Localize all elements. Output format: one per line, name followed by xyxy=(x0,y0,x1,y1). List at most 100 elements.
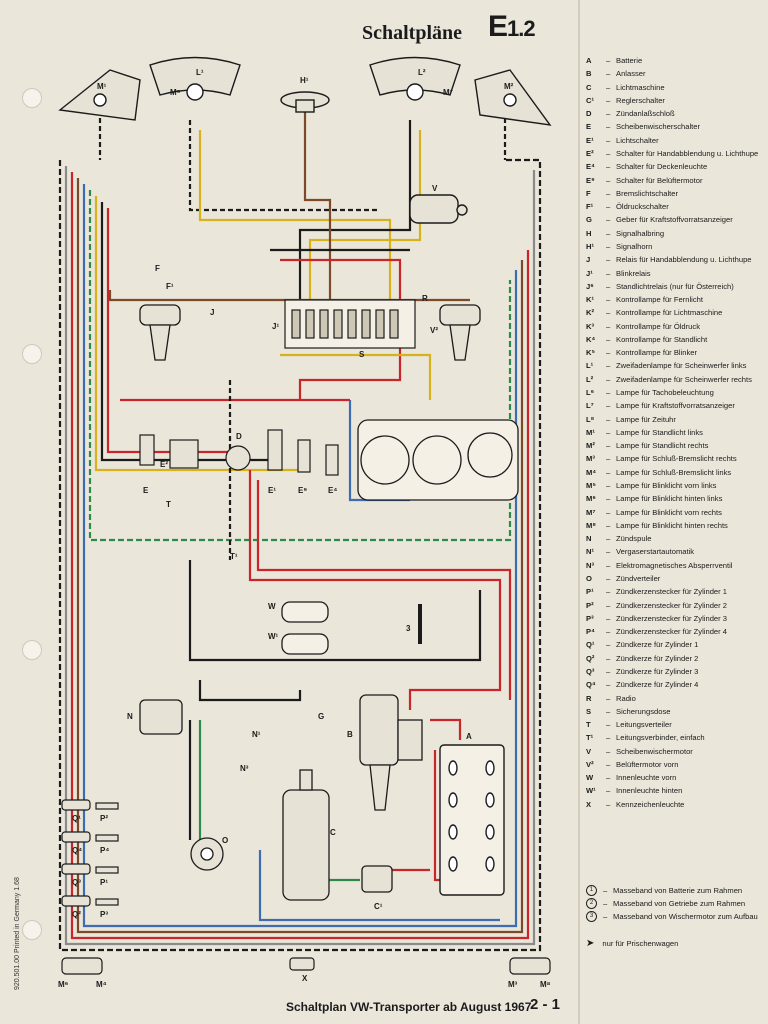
legend-item: L¹–Zweifadenlampe für Scheinwerfer links xyxy=(586,359,764,372)
legend-key: K² xyxy=(586,308,595,318)
label-m4: M⁴ xyxy=(96,980,107,989)
note-number: 1 xyxy=(586,885,597,896)
legend-key: H xyxy=(586,228,592,238)
ignition-red xyxy=(248,470,502,710)
label-b: B xyxy=(347,730,353,739)
arrow-note: ➤ nur für Prischenwagen xyxy=(586,938,678,949)
blower-left xyxy=(139,304,181,361)
legend-key: N xyxy=(586,534,592,544)
legend-item: M⁵–Lampe für Blinklicht vorn links xyxy=(586,479,764,492)
label-t1: T¹ xyxy=(230,552,238,561)
legend-key: J¹ xyxy=(586,268,593,278)
label-v2: V² xyxy=(430,326,438,335)
legend-desc: Scheibenwischermotor xyxy=(616,746,693,756)
harness-wire-brown xyxy=(76,178,524,934)
legend-desc: Zündkerze für Zylinder 1 xyxy=(616,640,699,650)
legend-item: F¹–Öldruckschalter xyxy=(586,200,764,213)
legend-item: J⁶–Standlichtrelais (nur für Österreich) xyxy=(586,280,764,293)
legend-key: S xyxy=(586,706,592,716)
arrow-note-text: nur für Prischenwagen xyxy=(602,939,679,948)
legend-dash: – xyxy=(606,680,611,690)
legend-desc: Innenleuchte vorn xyxy=(616,773,677,783)
legend-item: L²–Zweifadenlampe für Scheinwerfer recht… xyxy=(586,373,764,386)
legend-key: K¹ xyxy=(586,295,595,305)
legend-item: E–Scheibenwischerschalter xyxy=(586,120,764,133)
legend-key: M⁸ xyxy=(586,520,596,530)
legend-key: F¹ xyxy=(586,202,594,212)
legend-dash: – xyxy=(606,202,611,212)
legend-key: M⁷ xyxy=(586,507,596,517)
label-p1: P¹ xyxy=(100,878,108,887)
legend-dash: – xyxy=(606,268,611,278)
legend-desc: Batterie xyxy=(616,56,643,65)
legend-desc: Lampe für Standlicht links xyxy=(616,427,703,437)
legend-key: T xyxy=(586,720,591,730)
legend-dash: – xyxy=(606,122,611,132)
legend-key: C¹ xyxy=(586,95,595,105)
legend-item: O–Zündverteiler xyxy=(586,572,764,585)
legend-desc: Zündkerze für Zylinder 3 xyxy=(616,666,699,676)
legend-item: E⁴–Schalter für Deckenleuchte xyxy=(586,160,764,173)
battery xyxy=(439,744,505,896)
legend-dash: – xyxy=(606,746,611,756)
legend-dash: – xyxy=(606,334,611,344)
legend-desc: Kontrollampe für Fernlicht xyxy=(616,295,703,305)
label-e2: E² xyxy=(160,460,168,469)
legend-desc: Scheibenwischerschalter xyxy=(616,122,700,132)
spark-plugs xyxy=(61,799,119,907)
legend-dash: – xyxy=(606,188,611,198)
label-e1: E¹ xyxy=(268,486,276,495)
legend-dash: – xyxy=(606,427,611,437)
label-e9: E⁹ xyxy=(298,486,308,495)
legend-key: P² xyxy=(586,600,594,610)
label-o: O xyxy=(222,836,229,845)
label-n: N xyxy=(127,712,133,721)
label-l2: L² xyxy=(418,68,426,77)
legend-desc: Zündspule xyxy=(616,534,652,544)
legend-dash: – xyxy=(606,786,611,796)
legend-key: J xyxy=(586,255,591,265)
legend-key: M¹ xyxy=(586,427,595,437)
legend-item: E⁹–Schalter für Belüftermotor xyxy=(586,174,764,187)
label-x: X xyxy=(302,974,308,983)
legend-desc: Lampe für Blinklicht hinten links xyxy=(616,494,723,504)
legend-item: W–Innenleuchte vorn xyxy=(586,771,764,784)
legend-desc: Vergaserstartautomatik xyxy=(616,547,695,557)
legend-desc: Zweifadenlampe für Scheinwerfer links xyxy=(616,361,747,371)
ignition-coil xyxy=(139,699,183,735)
legend-item: Q²–Zündkerze für Zylinder 2 xyxy=(586,652,764,665)
legend-desc: Innenleuchte hinten xyxy=(616,786,683,796)
legend-key: R xyxy=(586,693,592,703)
label-p4: P⁴ xyxy=(100,846,110,855)
legend-dash: – xyxy=(606,388,611,398)
legend-dash: – xyxy=(606,507,611,517)
legend-desc: Blinkrelais xyxy=(616,268,651,278)
note-number: 2 xyxy=(586,898,597,909)
legend-item: K¹–Kontrollampe für Fernlicht xyxy=(586,293,764,306)
starter-motor xyxy=(359,694,423,811)
legend-key: D xyxy=(586,109,592,119)
legend-item: H–Signalhalbring xyxy=(586,227,764,240)
fuse-box xyxy=(284,299,416,349)
legend-key: E⁹ xyxy=(586,175,595,185)
legend-dash: – xyxy=(606,441,611,451)
legend-dash: – xyxy=(606,374,611,384)
section-letter: E xyxy=(488,10,508,43)
legend-desc: Lampe für Tachobeleuchtung xyxy=(616,388,714,398)
page-title: Schaltpläne xyxy=(362,22,463,44)
legend-desc: Elektromagnetisches Absperrventil xyxy=(616,560,733,570)
legend-dash: – xyxy=(606,255,611,265)
legend-desc: Zündkerze für Zylinder 4 xyxy=(616,680,699,690)
label-m6: M⁶ xyxy=(58,980,69,989)
legend-dash: – xyxy=(606,162,611,172)
ignition-black xyxy=(188,560,482,662)
legend-desc: Lampe für Blinklicht vorn links xyxy=(616,481,717,490)
legend-item: C–Lichtmaschine xyxy=(586,81,764,94)
legend-key: G xyxy=(586,215,592,225)
label-c1: C¹ xyxy=(374,902,383,911)
section-number: 1.2 xyxy=(507,16,536,41)
label-n3: N³ xyxy=(240,764,249,773)
legend-item: E²–Schalter für Handabblendung u. Lichth… xyxy=(586,147,764,160)
